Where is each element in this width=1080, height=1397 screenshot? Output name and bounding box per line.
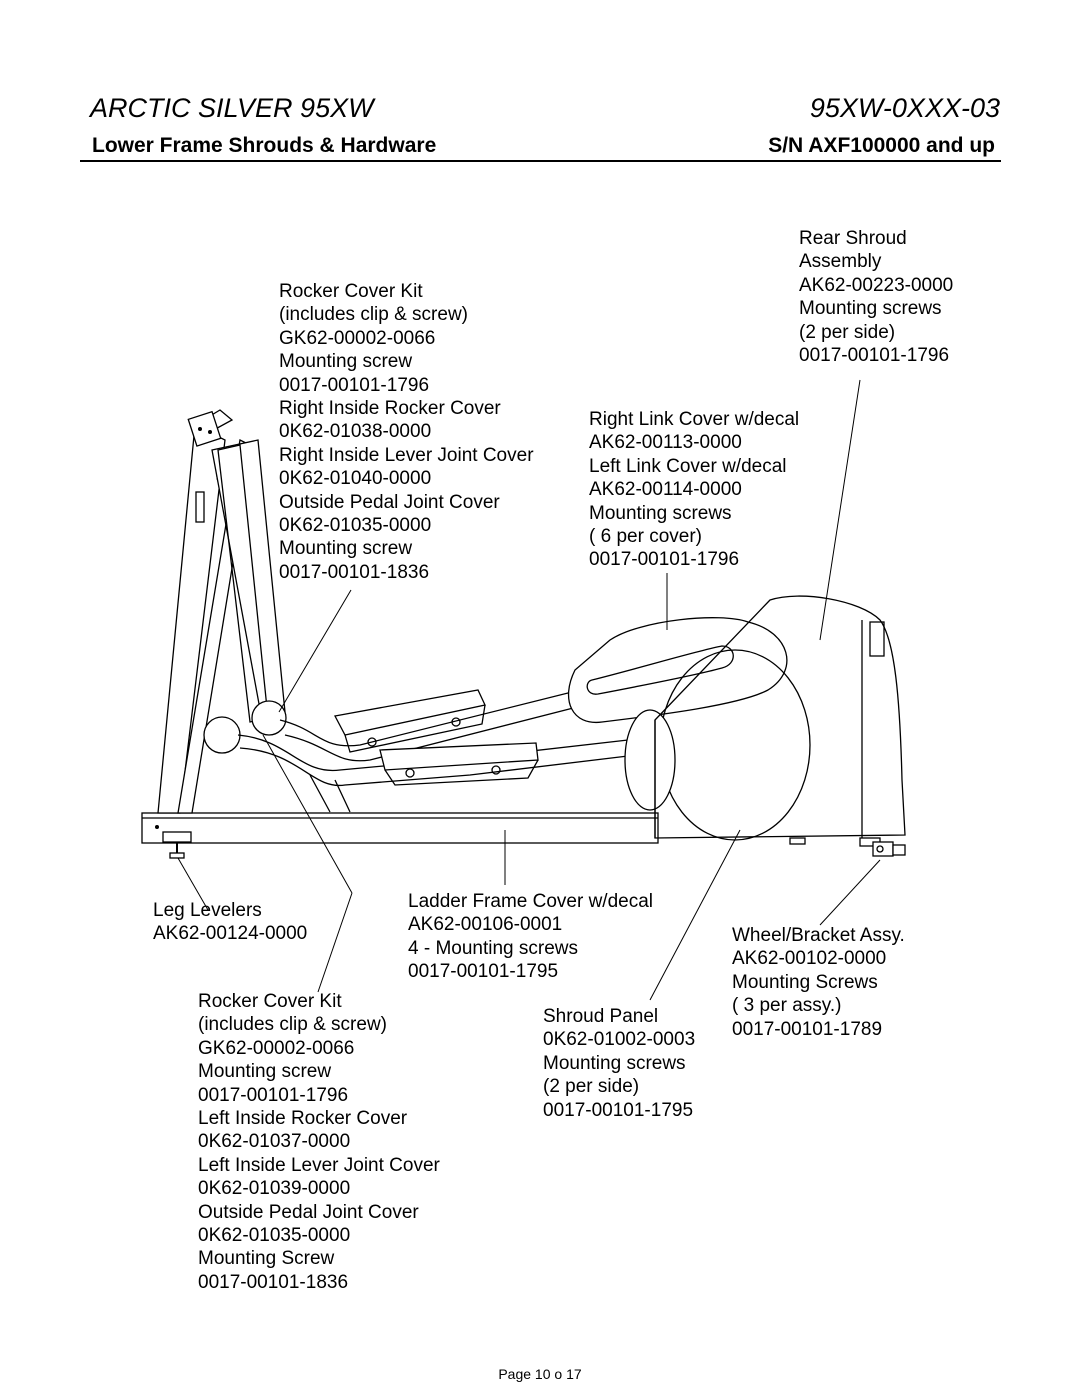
callout-line: Right Link Cover w/decal bbox=[589, 409, 800, 430]
callout-line: 0017-00101-1796 bbox=[589, 549, 740, 571]
header-rule bbox=[80, 160, 1001, 162]
leg-leveler bbox=[162, 831, 192, 859]
callout-line: 0017-00101-1789 bbox=[732, 1018, 883, 1040]
callout-line: Mounting Screw bbox=[198, 1248, 335, 1270]
callout-line: 0K62-01035-0000 bbox=[279, 515, 432, 537]
callout-line: Left Inside Rocker Cover bbox=[198, 1108, 408, 1130]
callout-line: 0K62-01037-0000 bbox=[198, 1131, 351, 1153]
callout-line: 0K62-01040-0000 bbox=[279, 468, 432, 490]
callout-line: Rocker Cover Kit bbox=[279, 281, 423, 302]
callout-line: GK62-00002-0066 bbox=[279, 327, 436, 349]
callout-line: ( 3 per assy.) bbox=[732, 995, 842, 1017]
callout-line: GK62-00002-0066 bbox=[198, 1037, 355, 1059]
callout-line: 0K62-01035-0000 bbox=[198, 1225, 351, 1247]
callout-line: (includes clip & screw) bbox=[279, 304, 468, 326]
callout-line: Mounting screws bbox=[799, 298, 942, 320]
callout-line: AK62-00114-0000 bbox=[589, 479, 742, 501]
section-subtitle: Lower Frame Shrouds & Hardware bbox=[92, 134, 437, 157]
callout-line: Shroud Panel bbox=[543, 1006, 659, 1027]
callout-line: Right Inside Rocker Cover bbox=[279, 398, 501, 420]
callout-line: AK62-00113-0000 bbox=[589, 432, 742, 454]
link-cover bbox=[567, 617, 788, 723]
lower-tubes bbox=[237, 689, 629, 813]
callout-line: 0017-00101-1795 bbox=[543, 1099, 694, 1121]
leader-lines bbox=[177, 379, 881, 1001]
callout-line: 0017-00101-1836 bbox=[198, 1271, 349, 1293]
callout-line: Outside Pedal Joint Cover bbox=[279, 491, 500, 513]
document-title: ARCTIC SILVER 95XW bbox=[90, 93, 374, 123]
callout-line: Left Inside Lever Joint Cover bbox=[198, 1154, 440, 1176]
callout-line: 4 - Mounting screws bbox=[408, 937, 579, 959]
callout-line: (2 per side) bbox=[543, 1076, 640, 1098]
callout-line: Outside Pedal Joint Cover bbox=[198, 1201, 419, 1223]
callout-line: 0017-00101-1796 bbox=[198, 1084, 349, 1106]
callout-line: Mounting screw bbox=[198, 1061, 332, 1083]
wheel-bracket bbox=[872, 841, 906, 857]
callout-line: 0K62-01038-0000 bbox=[279, 421, 432, 443]
callout-line: Mounting screw bbox=[279, 351, 413, 373]
rear-shroud bbox=[654, 595, 906, 847]
page-number: Page 10 o 17 bbox=[498, 1366, 582, 1382]
callout-line: 0017-00101-1796 bbox=[799, 345, 950, 367]
callout-line: 0017-00101-1796 bbox=[279, 374, 430, 396]
callout-line: Left Link Cover w/decal bbox=[589, 455, 787, 477]
callout-line: 0017-00101-1795 bbox=[408, 961, 559, 983]
callout-line: Right Inside Lever Joint Cover bbox=[279, 444, 534, 466]
callout-rocker-cover-left: Rocker Cover Kit(includes clip & screw)G… bbox=[198, 990, 440, 1294]
callout-line: 0017-00101-1836 bbox=[279, 561, 430, 583]
serial-range: S/N AXF100000 and up bbox=[768, 134, 995, 157]
pedals bbox=[334, 689, 539, 786]
callout-line: 0K62-01002-0003 bbox=[543, 1029, 696, 1051]
callout-line: Assembly bbox=[799, 251, 882, 273]
callout-line: ( 6 per cover) bbox=[589, 526, 702, 548]
callout-line: Mounting screw bbox=[279, 538, 413, 560]
callout-line: Rocker Cover Kit bbox=[198, 991, 342, 1012]
document-number: 95XW-0XXX-03 bbox=[809, 93, 1000, 123]
callout-rocker-cover-right: Rocker Cover Kit(includes clip & screw)G… bbox=[279, 280, 534, 584]
callout-line: 0K62-01039-0000 bbox=[198, 1178, 351, 1200]
callout-line: (2 per side) bbox=[799, 321, 896, 343]
callout-line: Leg Levelers bbox=[153, 900, 262, 921]
callout-line: AK62-00124-0000 bbox=[153, 923, 308, 945]
callout-line: AK62-00106-0001 bbox=[408, 914, 563, 936]
callout-line: Rear Shroud bbox=[799, 228, 907, 249]
callout-line: AK62-00102-0000 bbox=[732, 948, 887, 970]
callout-line: Mounting screws bbox=[543, 1052, 686, 1074]
ladder-frame-base bbox=[141, 812, 659, 844]
callout-line: Mounting screws bbox=[589, 502, 732, 524]
callout-line: AK62-00223-0000 bbox=[799, 274, 954, 296]
callout-line: Wheel/Bracket Assy. bbox=[732, 925, 905, 946]
callout-line: (includes clip & screw) bbox=[198, 1014, 387, 1036]
callout-line: Ladder Frame Cover w/decal bbox=[408, 891, 653, 912]
callout-line: Mounting Screws bbox=[732, 971, 878, 993]
rocker-covers bbox=[203, 700, 287, 754]
